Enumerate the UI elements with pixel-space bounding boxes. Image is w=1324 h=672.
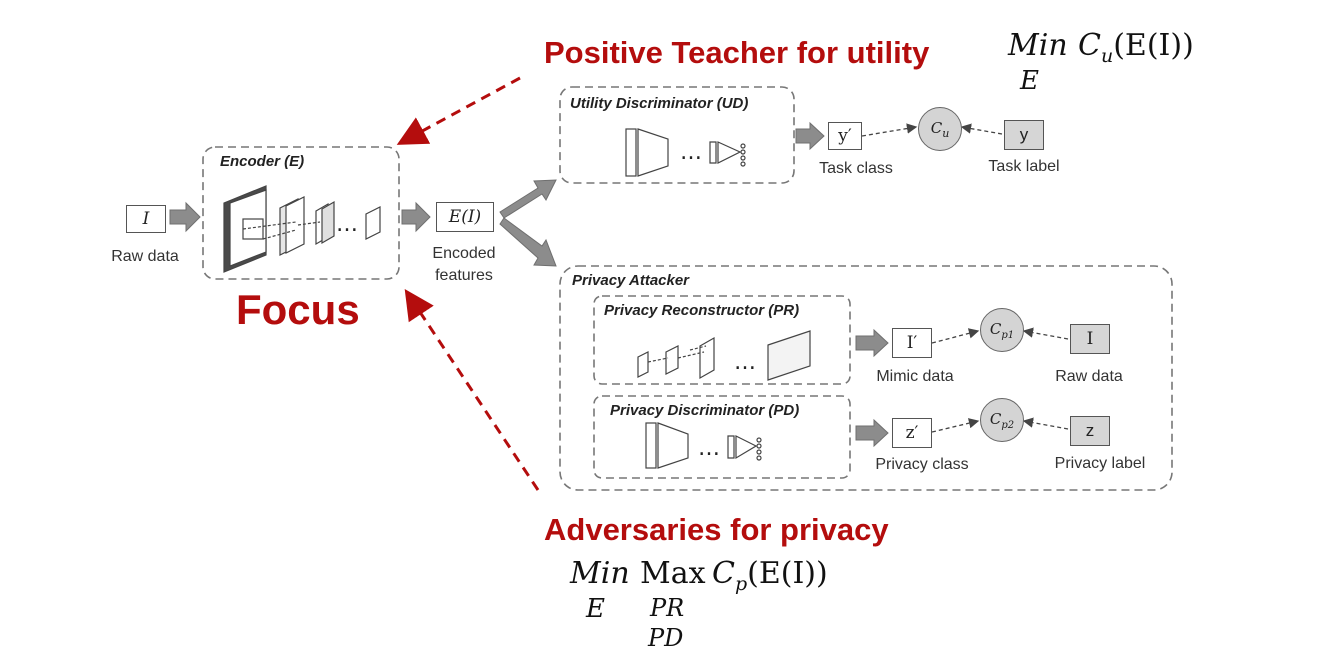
pr-network-icon xyxy=(637,330,811,381)
privacy-attacker-title: Privacy Attacker xyxy=(572,272,690,289)
task-class-label: Task class xyxy=(819,160,893,177)
encoder-ellipsis: … xyxy=(336,212,358,237)
privacy-discriminator-box xyxy=(593,395,851,479)
encoded-features-label-line1: Encoded xyxy=(432,245,496,262)
privacy-formula-op2-sub1: PR xyxy=(650,594,685,622)
privacy-feedback-arrow xyxy=(404,288,540,491)
privacy-reconstructor-box xyxy=(593,295,851,385)
utility-discriminator-box xyxy=(559,86,795,184)
utility-formula-arg: (E(I)) xyxy=(1113,28,1194,63)
ud-output-arrow xyxy=(795,121,825,151)
privacy-formula-op2: Max xyxy=(640,556,706,591)
privacy-cost-2-sub: p2 xyxy=(1001,420,1015,431)
privacy-cost-1-node: Cp1 xyxy=(980,308,1024,352)
privacy-label-label: Privacy label xyxy=(1054,455,1146,472)
encoded-features-label-line2: features xyxy=(435,267,493,284)
raw-data-target-label: Raw data xyxy=(1055,368,1123,385)
utility-formula-op: Min xyxy=(1008,28,1068,63)
focus-label: Focus xyxy=(236,286,360,333)
pd-ellipsis: … xyxy=(698,436,720,461)
task-label-label: Task label xyxy=(988,158,1060,175)
privacy-headline: Adversaries for privacy xyxy=(544,512,889,547)
task-class-node: y′ xyxy=(828,122,862,150)
raw-data-target-node: I xyxy=(1070,324,1110,354)
privacy-formula-expr: Cp(E(I)) xyxy=(712,558,828,600)
encoder-title: Encoder (E) xyxy=(220,153,305,170)
utility-cost-symbol: C xyxy=(930,119,943,137)
input-to-encoder-arrow xyxy=(169,201,201,233)
utility-formula-sub: E xyxy=(1020,66,1039,96)
privacy-formula-arg: (E(I)) xyxy=(747,556,828,591)
encoded-features-label: Encoded features xyxy=(420,243,508,287)
task-label-node: y xyxy=(1004,120,1044,150)
raw-data-input-node: I xyxy=(126,205,166,233)
utility-formula: Min xyxy=(1008,30,1068,62)
pr-output-arrow xyxy=(855,328,889,358)
utility-formula-cost: C xyxy=(1078,28,1101,63)
utility-formula-cost-sub: u xyxy=(1100,45,1114,67)
privacy-cost-1-symbol: C xyxy=(989,320,1002,338)
ud-network-icon xyxy=(625,128,746,177)
privacy-cost-1-sub: p1 xyxy=(1001,330,1015,341)
privacy-cost-2-node: Cp2 xyxy=(980,398,1024,442)
pd-output-arrow xyxy=(855,418,889,448)
privacy-reconstructor-title: Privacy Reconstructor (PR) xyxy=(604,302,800,319)
mimic-data-node: I′ xyxy=(892,328,932,358)
pd-network-icon xyxy=(645,422,762,469)
features-to-utility-arrow xyxy=(499,179,557,219)
mimic-data-label: Mimic data xyxy=(876,368,954,385)
encoder-network-icon xyxy=(223,185,381,273)
ud-ellipsis: … xyxy=(680,140,702,165)
privacy-formula-op1: Min xyxy=(570,556,630,591)
utility-feedback-arrow xyxy=(396,76,521,145)
encoder-box xyxy=(202,146,400,280)
privacy-formula-cost-sub: p xyxy=(734,573,748,595)
features-to-privacy-arrow xyxy=(499,217,557,267)
privacy-label-node: z xyxy=(1070,416,1110,446)
utility-formula-expr: Cu(E(I)) xyxy=(1078,30,1194,72)
pr-label-to-cost-line xyxy=(1022,327,1069,340)
ud-output-to-cost-line xyxy=(861,123,918,137)
utility-cost-node: Cu xyxy=(918,107,962,151)
privacy-formula-op1-sub: E xyxy=(586,594,605,624)
encoder-to-features-arrow xyxy=(401,201,431,233)
privacy-discriminator-title: Privacy Discriminator (PD) xyxy=(610,402,800,419)
privacy-formula-cost: C xyxy=(712,556,735,591)
ud-label-to-cost-line xyxy=(960,123,1003,135)
encoded-features-node: E(I) xyxy=(436,202,494,232)
pr-output-to-cost-line xyxy=(931,328,980,344)
privacy-cost-2-symbol: C xyxy=(989,410,1002,428)
raw-data-input-label: Raw data xyxy=(111,248,179,265)
privacy-formula-op2-sub2: PD xyxy=(648,624,684,652)
pd-output-to-cost-line xyxy=(931,418,980,433)
privacy-attacker-box xyxy=(559,265,1173,491)
utility-headline: Positive Teacher for utility xyxy=(544,35,930,70)
utility-discriminator-title: Utility Discriminator (UD) xyxy=(570,95,749,112)
privacy-class-node: z′ xyxy=(892,418,932,448)
privacy-class-label: Privacy class xyxy=(875,456,969,473)
pd-label-to-cost-line xyxy=(1022,417,1069,430)
utility-cost-sub: u xyxy=(942,127,950,140)
pr-ellipsis: … xyxy=(734,350,756,375)
